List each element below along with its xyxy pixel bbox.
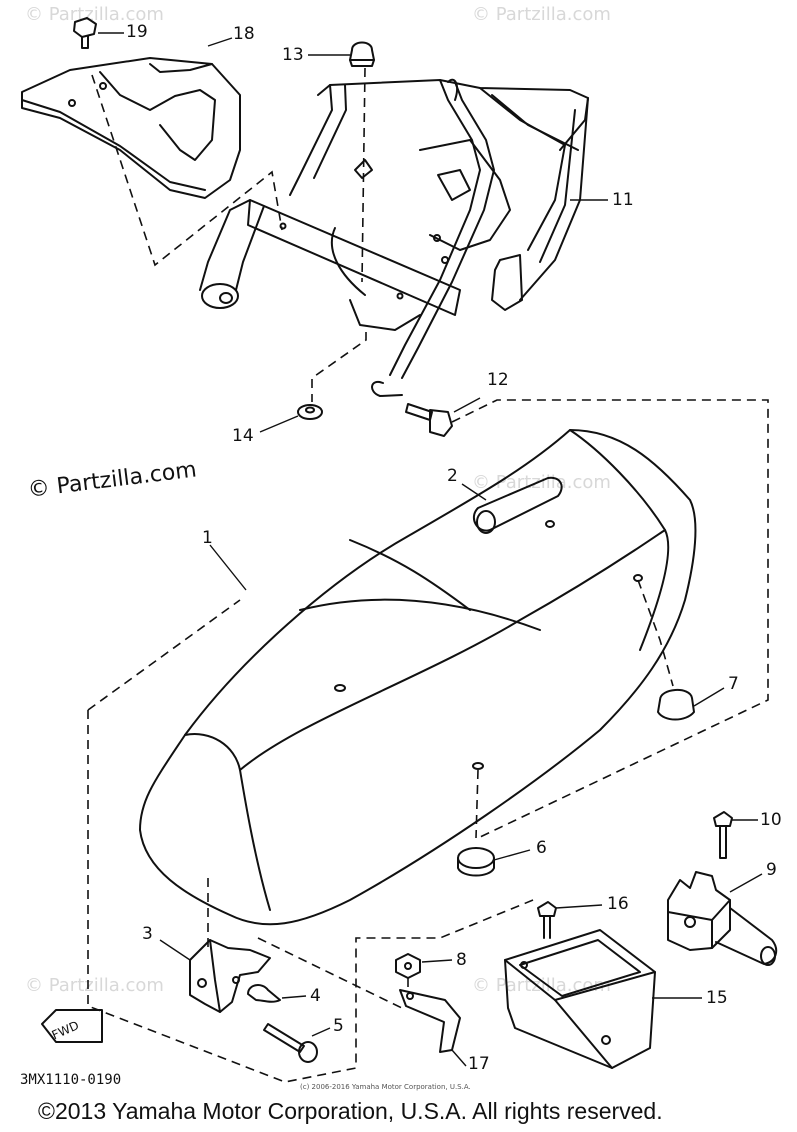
callout-15: 15: [706, 988, 728, 1008]
callout-1: 1: [202, 528, 213, 548]
callout-9: 9: [766, 860, 777, 880]
callout-13: 13: [282, 45, 304, 65]
assembly-line: [257, 937, 407, 1011]
watermark-faint: © Partzilla.com: [25, 975, 164, 996]
assembly-line: [361, 67, 366, 283]
callout-11: 11: [612, 190, 634, 210]
part-19-bolt: [73, 17, 97, 49]
part-3-seat-hinge: [189, 939, 271, 1013]
callout-10: 10: [760, 810, 782, 830]
diagram-code: 3MX1110-0190: [20, 1072, 122, 1088]
part-9-seat-lock: [667, 871, 778, 966]
callout-2: 2: [447, 466, 458, 486]
leader-line: [209, 544, 247, 591]
callout-14: 14: [232, 426, 254, 446]
watermark-faint: © Partzilla.com: [472, 4, 611, 25]
part-15-tool-box: [504, 929, 656, 1069]
assembly-line: [87, 599, 241, 711]
watermark-faint: © Partzilla.com: [25, 4, 164, 25]
leader-line: [281, 995, 307, 999]
callout-3: 3: [142, 924, 153, 944]
leader-line: [493, 849, 531, 861]
part-16-screw: [537, 901, 557, 939]
leader-line: [159, 939, 191, 961]
leader-line: [555, 904, 603, 909]
leader-line: [421, 959, 453, 963]
part-18-tail-cover: [21, 57, 241, 199]
callout-17: 17: [468, 1054, 490, 1074]
callout-6: 6: [536, 838, 547, 858]
leader-line: [461, 483, 487, 501]
callout-12: 12: [487, 370, 509, 390]
leader-line: [259, 415, 299, 433]
leader-line: [693, 687, 725, 707]
leader-line: [451, 1049, 467, 1067]
fwd-arrow: [41, 1009, 103, 1043]
assembly-line: [475, 769, 479, 839]
part-5-pin: [263, 1023, 318, 1063]
part-12-bolt: [405, 403, 453, 437]
part-17-hook-bracket: [399, 989, 461, 1053]
part-8-nut: [395, 953, 421, 979]
tiny-copyright: (c) 2006-2016 Yamaha Motor Corporation, …: [300, 1083, 471, 1091]
part-13-cap-nut: [349, 41, 375, 67]
callout-18: 18: [233, 24, 255, 44]
part-2-strap: [472, 476, 563, 534]
callout-8: 8: [456, 950, 467, 970]
fwd-label: FWD: [50, 1018, 81, 1042]
callout-5: 5: [333, 1016, 344, 1036]
assembly-line: [637, 579, 674, 687]
callout-4: 4: [310, 986, 321, 1006]
copyright-footer: ©2013 Yamaha Motor Corporation, U.S.A. A…: [38, 1098, 663, 1124]
part-14-washer: [297, 404, 323, 420]
part-11-seat-frame: [199, 78, 589, 397]
assembly-line: [87, 710, 539, 1083]
assembly-line: [91, 74, 283, 267]
assembly-line: [311, 332, 367, 402]
callout-16: 16: [607, 894, 629, 914]
part-1-seat: [139, 429, 697, 926]
callout-7: 7: [728, 674, 739, 694]
part-10-bolt: [713, 811, 733, 859]
leader-line: [311, 1027, 331, 1037]
leader-line: [453, 397, 481, 413]
callout-19: 19: [126, 22, 148, 42]
part-4-clip: [247, 984, 281, 1003]
part-7-cap: [657, 689, 695, 721]
leader-line: [207, 37, 233, 47]
assembly-line: [451, 399, 769, 839]
part-6-damper: [457, 847, 495, 877]
leader-line: [729, 873, 763, 893]
